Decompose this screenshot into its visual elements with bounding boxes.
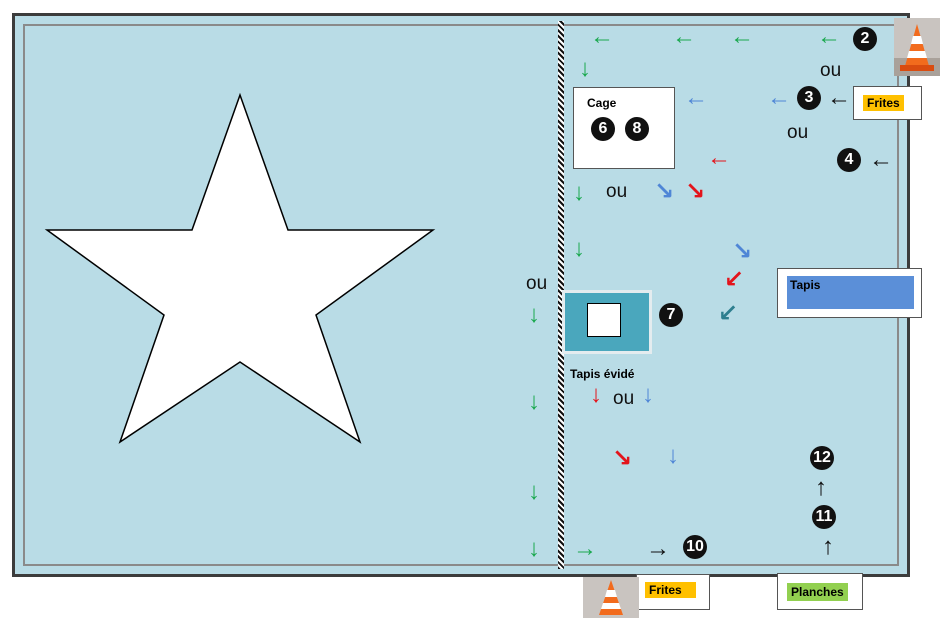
arrow-down-icon: ↓	[573, 237, 585, 261]
arrow-left-icon: ←	[707, 146, 731, 170]
frites-top-box: Frites	[853, 86, 922, 120]
arrow-downright-icon: ↘	[654, 180, 674, 204]
tapis-evide-block	[562, 290, 652, 354]
arrow-downleft-icon: ↙	[718, 302, 738, 326]
frites-top-label: Frites	[863, 95, 904, 111]
ou-label: ou	[613, 388, 634, 410]
arrow-right-icon: →	[646, 537, 670, 561]
arrow-up-icon: ↑	[815, 476, 827, 500]
tapis-box: Tapis	[777, 268, 922, 318]
arrow-left-icon: ←	[767, 86, 791, 110]
arrow-down-icon: ↓	[528, 303, 540, 327]
tapis-evide-label: Tapis évidé	[570, 367, 634, 381]
ou-label: ou	[526, 273, 547, 295]
number-2: 2	[853, 27, 877, 51]
tapis-label: Tapis	[790, 278, 820, 292]
number-7: 7	[659, 303, 683, 327]
arrow-left-icon: ←	[869, 148, 893, 172]
arrow-downright-icon: ↘	[612, 447, 632, 471]
arrow-downleft-icon: ↙	[724, 268, 744, 292]
tapis-evide-hole	[587, 303, 621, 337]
traffic-cone-icon	[583, 577, 639, 618]
arrow-downright-icon: ↘	[732, 240, 752, 264]
arrow-down-icon: ↓	[528, 480, 540, 504]
frites-bottom-box: Frites	[636, 574, 710, 610]
planches-label: Planches	[787, 583, 848, 601]
arrow-right-icon: →	[573, 537, 597, 561]
arrow-up-icon: ↑	[822, 535, 834, 559]
arrow-left-icon: ←	[684, 86, 708, 110]
number-6: 6	[591, 117, 615, 141]
number-11: 11	[812, 505, 836, 529]
ou-label: ou	[820, 60, 841, 82]
cage-label: Cage	[587, 96, 616, 110]
arrow-left-icon: ←	[817, 25, 841, 49]
number-4: 4	[837, 148, 861, 172]
star-shape	[40, 90, 440, 450]
number-8: 8	[625, 117, 649, 141]
arrow-down-icon: ↓	[667, 444, 679, 468]
number-10: 10	[683, 535, 707, 559]
arrow-down-icon: ↓	[642, 383, 654, 407]
ou-label: ou	[787, 122, 808, 144]
arrow-left-icon: ←	[590, 25, 614, 49]
arrow-down-icon: ↓	[528, 537, 540, 561]
arrow-left-icon: ←	[730, 25, 754, 49]
number-12: 12	[810, 446, 834, 470]
planches-box: Planches	[777, 573, 863, 610]
frites-bottom-label: Frites	[645, 582, 696, 598]
cage-box: Cage 6 8	[573, 87, 675, 169]
arrow-down-icon: ↓	[590, 383, 602, 407]
arrow-downright-icon: ↘	[685, 180, 705, 204]
number-3: 3	[797, 86, 821, 110]
arrow-down-icon: ↓	[573, 181, 585, 205]
ou-label: ou	[606, 181, 627, 203]
arrow-left-icon: ←	[672, 25, 696, 49]
tapis-fill: Tapis	[787, 276, 914, 309]
arrow-left-icon: ←	[827, 86, 851, 110]
traffic-cone-icon	[894, 18, 940, 76]
arrow-down-icon: ↓	[579, 57, 591, 81]
arrow-down-icon: ↓	[528, 390, 540, 414]
